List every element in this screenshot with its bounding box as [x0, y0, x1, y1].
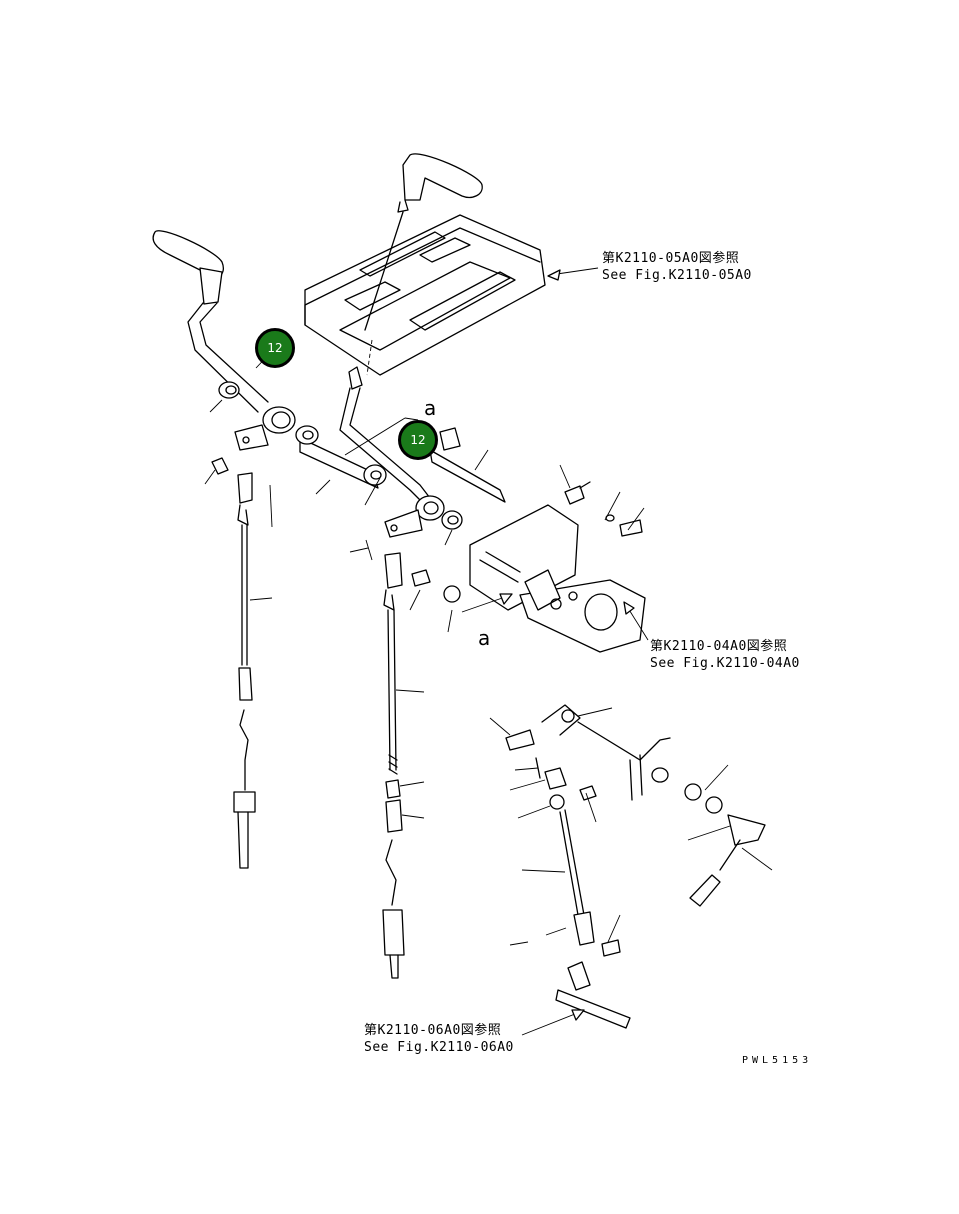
- cross-shaft: [295, 425, 387, 489]
- view-mark-a-top: a: [424, 396, 437, 420]
- reference-console-en: See Fig.K2110-05A0: [602, 268, 752, 283]
- drawing-code: PWL5153: [742, 1055, 813, 1066]
- middle-rod-cable: [382, 552, 431, 979]
- reference-pedal-en: See Fig.K2110-06A0: [364, 1040, 514, 1055]
- callout-label: 12: [410, 433, 426, 447]
- pivot-pin: [429, 427, 506, 503]
- callout-label: 12: [267, 341, 283, 355]
- callout-badge-12-upper[interactable]: 12: [255, 328, 295, 368]
- view-mark-a-bottom: a: [478, 626, 491, 650]
- reference-pedal: 第K2110-06A0図参照 See Fig.K2110-06A0: [364, 1022, 514, 1056]
- bracket-assembly: [443, 481, 646, 653]
- callout-badge-12-lower[interactable]: 12: [398, 420, 438, 460]
- shift-lever-knob: [364, 153, 483, 331]
- left-rod-cable: [211, 457, 256, 869]
- leader-lines: [204, 267, 773, 1036]
- lower-linkage: [505, 704, 766, 957]
- left-lever: [152, 230, 296, 451]
- reference-console-jp: 第K2110-05A0図参照: [602, 251, 740, 266]
- reference-console: 第K2110-05A0図参照 See Fig.K2110-05A0: [602, 250, 752, 284]
- reference-pedal-jp: 第K2110-06A0図参照: [364, 1023, 502, 1038]
- center-lever: [339, 366, 463, 538]
- pedal-shaft: [555, 961, 631, 1029]
- reference-bracket-en: See Fig.K2110-04A0: [650, 656, 800, 671]
- reference-bracket-jp: 第K2110-04A0図参照: [650, 639, 788, 654]
- console-cover: [304, 214, 546, 376]
- reference-bracket: 第K2110-04A0図参照 See Fig.K2110-04A0: [650, 638, 800, 672]
